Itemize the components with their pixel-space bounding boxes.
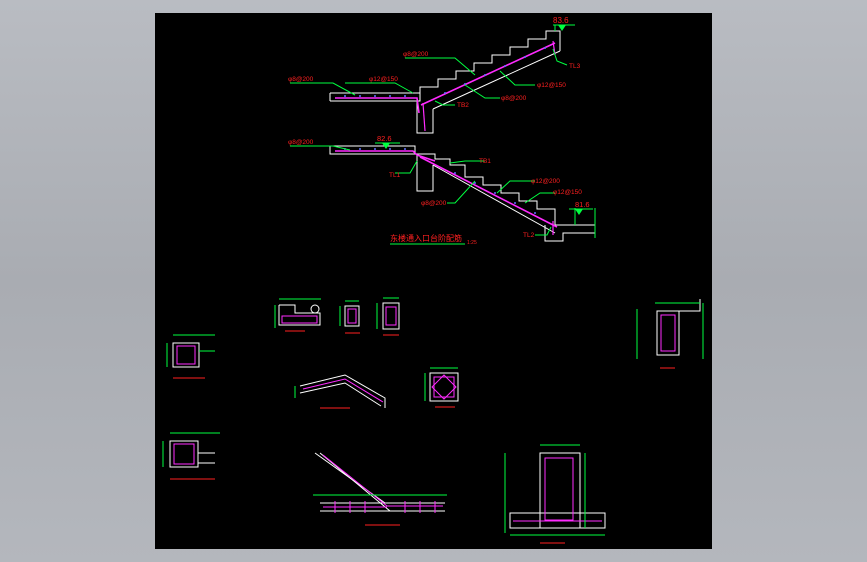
upper-elevation-label: 83.6	[553, 16, 569, 25]
lower-elevation-top: 82.6	[377, 134, 392, 143]
lower-beam-tb: TB1	[479, 158, 491, 165]
section-scale: 1:25	[467, 240, 477, 246]
detail-sloped-beam	[294, 374, 386, 409]
upper-rebar-bottom: φ8@200	[501, 95, 527, 102]
detail-left-column-2	[162, 432, 220, 480]
upper-beam-tb: TB2	[457, 102, 469, 109]
lower-beam-tl-right: TL2	[523, 232, 535, 239]
lower-rebar-bottom: φ8@200	[421, 200, 447, 207]
detail-left-column-1	[166, 334, 215, 379]
detail-right-column	[636, 299, 704, 369]
lower-elevation-bottom: 81.6	[575, 200, 590, 209]
detail-beam-1	[274, 298, 321, 332]
detail-foundation	[504, 444, 606, 544]
upper-rebar-top-left: φ8@200	[403, 51, 429, 58]
detail-beam-2	[339, 300, 360, 334]
lower-rebar-right-1: φ12@200	[531, 178, 560, 185]
upper-rebar-right-main: φ12@150	[537, 82, 566, 89]
lower-stair-section: 82.6 81.6 φ8@200 TB1 TL1 φ12@200 φ12@150…	[288, 134, 596, 242]
cad-drawing: 83.6 φ8@200 φ8@200 φ12@150 φ12@150 φ8@20…	[162, 16, 704, 544]
upper-rebar-main: φ12@150	[369, 76, 398, 83]
lower-beam-tl-left: TL1	[389, 172, 401, 179]
lower-rebar-left: φ8@200	[288, 139, 314, 146]
cad-drawing-canvas[interactable]: 83.6 φ8@200 φ8@200 φ12@150 φ12@150 φ8@20…	[155, 13, 712, 549]
upper-stair-section: 83.6 φ8@200 φ8@200 φ12@150 φ12@150 φ8@20…	[288, 16, 581, 134]
detail-square-column	[424, 367, 459, 408]
detail-beam-3	[376, 297, 400, 336]
upper-rebar-left: φ8@200	[288, 76, 314, 83]
section-title: 东楼通入口台阶配筋	[390, 233, 462, 243]
detail-sloped-stair-bottom	[313, 452, 447, 526]
lower-rebar-right-2: φ12@150	[553, 189, 582, 196]
upper-beam-tl: TL3	[569, 63, 581, 70]
